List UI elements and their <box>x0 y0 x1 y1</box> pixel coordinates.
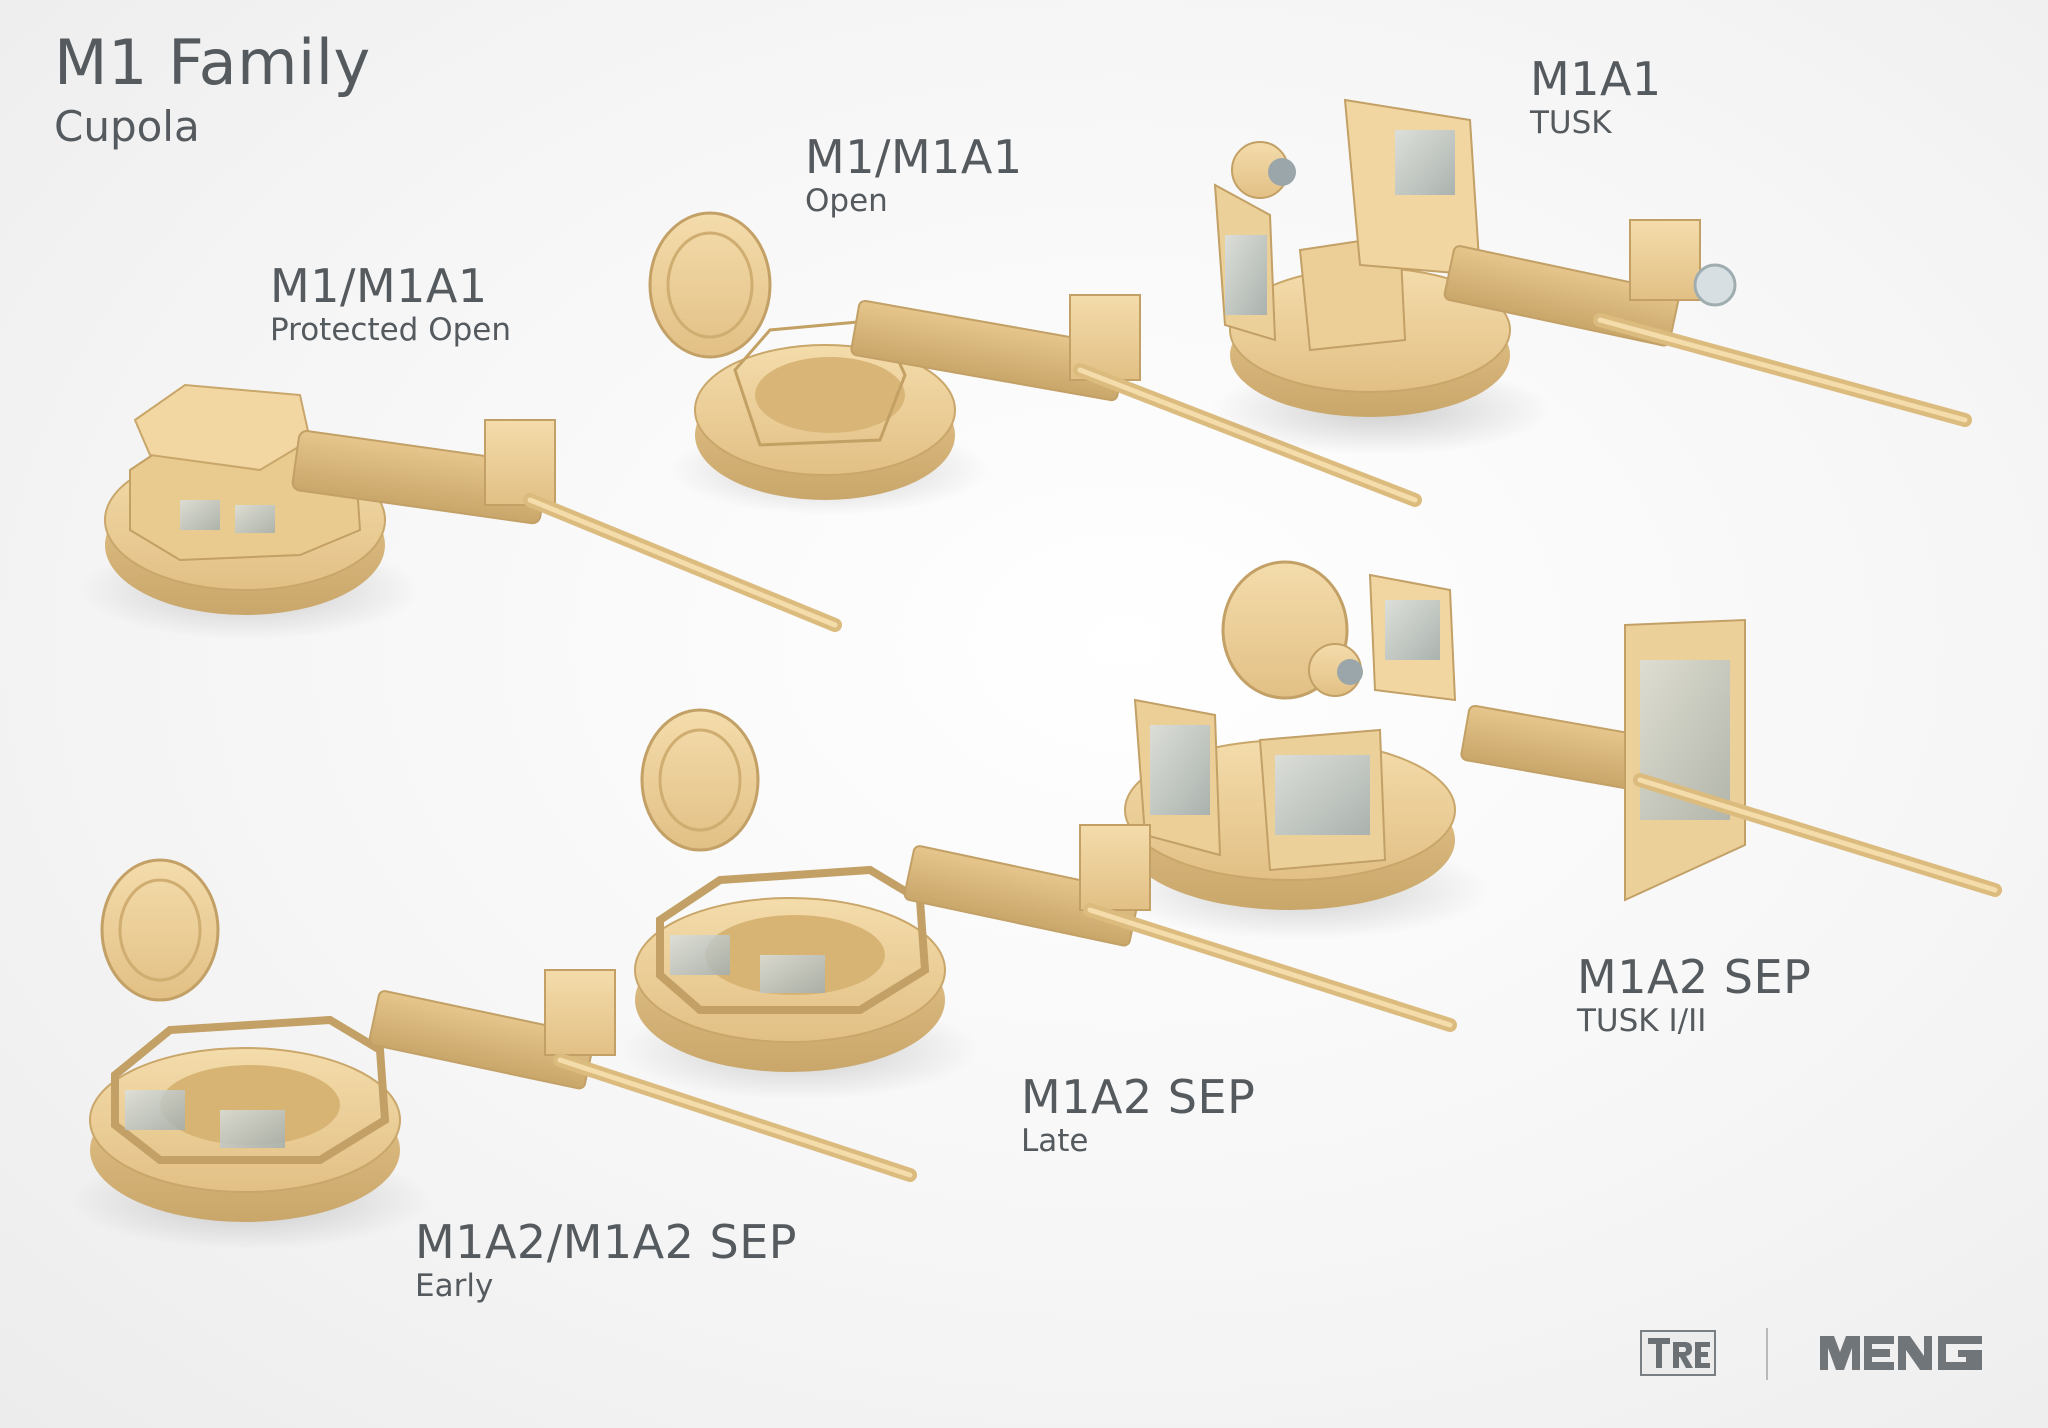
variant-subname: Protected Open <box>270 312 512 349</box>
variant-label-open: M1/M1A1 Open <box>805 133 1023 218</box>
variant-name: M1A1 <box>1530 52 1662 106</box>
variant-name: M1A2 SEP <box>1021 1070 1256 1124</box>
title-main: M1 Family <box>54 26 371 99</box>
variant-label-m1a2-early: M1A2/M1A2 SEP Early <box>415 1218 797 1303</box>
cupola-m1a1-tusk <box>1210 98 1972 455</box>
variant-subname: TUSK I/II <box>1577 1003 1707 1040</box>
variant-subname: Late <box>1021 1123 1089 1160</box>
variant-name: M1A2 SEP <box>1577 950 1812 1004</box>
variant-name: M1/M1A1 <box>270 259 488 313</box>
variant-name: M1/M1A1 <box>805 130 1023 184</box>
cupola-protected-open <box>80 383 842 640</box>
cupola-m1a2-sep-tusk <box>1110 560 2002 940</box>
variant-subname: Early <box>415 1268 494 1305</box>
variant-subname: TUSK <box>1530 105 1612 142</box>
cupola-m1a2-sep-late <box>620 708 1457 1100</box>
meng-logo <box>1820 1336 1982 1370</box>
variant-label-m1a2-sep-tusk: M1A2 SEP TUSK I/II <box>1577 953 1811 1038</box>
cupola-m1a2-early <box>70 858 917 1250</box>
logo-divider <box>1766 1328 1768 1380</box>
variant-label-protected-open: M1/M1A1 Protected Open <box>270 262 511 347</box>
variant-subname: Open <box>805 183 888 220</box>
page-title: M1 Family Cupola <box>54 30 371 149</box>
variant-name: M1A2/M1A2 SEP <box>415 1215 798 1269</box>
variant-label-m1a1-tusk: M1A1 TUSK <box>1530 55 1662 140</box>
title-sub: Cupola <box>54 102 200 152</box>
trex-logo <box>1640 1330 1716 1376</box>
variant-label-m1a2-sep-late: M1A2 SEP Late <box>1021 1073 1255 1158</box>
